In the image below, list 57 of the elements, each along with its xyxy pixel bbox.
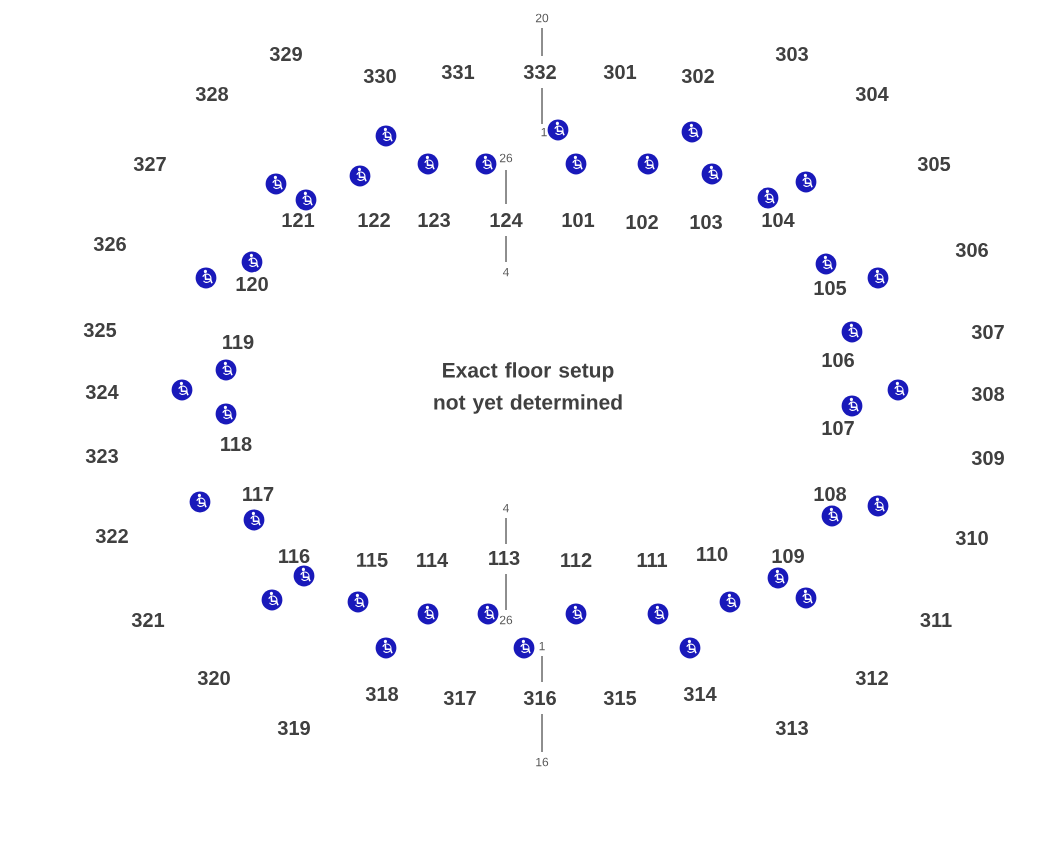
section-number: 119 (223, 334, 254, 350)
section-number: 314 (683, 686, 717, 702)
section-number: 124 (490, 213, 523, 227)
section-number: 330 (363, 68, 396, 84)
section-number: 117 (243, 487, 274, 501)
section-number: 329 (269, 46, 302, 62)
section-number: 321 (131, 612, 165, 628)
section-number: 115 (357, 553, 388, 567)
section-number: 301 (603, 64, 637, 80)
section-number: 304 (855, 86, 889, 102)
section-number: 107 (822, 420, 854, 436)
section-number: 102 (626, 214, 658, 230)
section-number: 324 (85, 384, 119, 400)
section-number: 106 (822, 352, 854, 368)
section-number: 322 (95, 528, 128, 544)
section-number: 110 (697, 546, 728, 562)
section-number: 310 (955, 530, 988, 546)
section-number: 325 (83, 322, 117, 338)
section-number: 326 (93, 236, 126, 252)
section-number: 116 (279, 548, 310, 564)
section-number: 331 (441, 64, 475, 80)
section-number: 327 (133, 156, 166, 172)
section-number: 317 (443, 690, 476, 706)
section-number: 121 (282, 213, 315, 227)
section-number: 308 (971, 386, 1005, 402)
note-text: Exact floor setup not yet determined (434, 362, 622, 414)
section-number: 318 (365, 686, 399, 702)
section-number: 328 (195, 86, 229, 102)
section-number: 332 (523, 64, 556, 80)
section-number: 112 (561, 553, 592, 567)
section-number: 101 (562, 212, 595, 228)
section-number: 111 (637, 553, 668, 567)
section-number: 320 (197, 670, 230, 686)
section-number: 311 (920, 612, 952, 628)
section-number: 312 (855, 670, 888, 686)
section-number: 313 (775, 720, 808, 736)
section-number: 103 (690, 214, 722, 230)
section-number: 303 (775, 46, 808, 62)
section-number: 114 (417, 553, 448, 567)
section-number: 307 (971, 324, 1004, 340)
section-number: 118 (221, 436, 252, 452)
section-number: 123 (418, 212, 450, 228)
section-number: 309 (971, 450, 1004, 466)
section-number: 122 (358, 213, 390, 227)
section-number: 120 (236, 276, 268, 292)
section-number: 104 (762, 212, 795, 228)
section-number: 306 (955, 242, 988, 258)
section-number: 109 (772, 548, 804, 564)
section-number: 323 (85, 448, 118, 464)
section-number: 113 (489, 550, 520, 566)
section-number: 315 (603, 690, 637, 706)
section-number: 305 (917, 156, 951, 172)
section-number: 316 (523, 690, 556, 706)
section-number: 105 (814, 280, 847, 296)
section-number: 302 (681, 68, 714, 84)
section-number: 319 (277, 720, 310, 736)
section-number: 108 (814, 486, 847, 502)
